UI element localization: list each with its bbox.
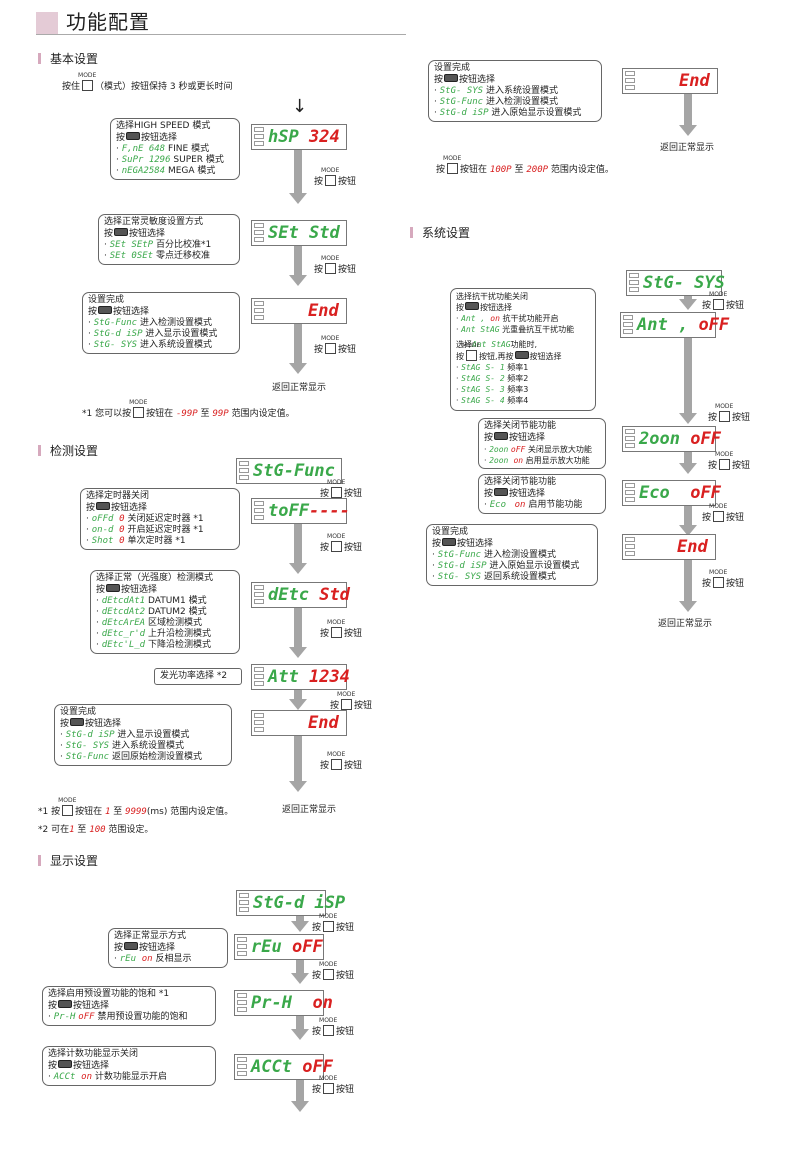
display-stg-sys: StG- SYS	[626, 270, 725, 296]
display-done-box: 设置完成 按按钮选择 · StG- SYS 进入系统设置模式 · StG-Fun…	[428, 60, 602, 122]
press-mode-hint: 按按钮	[314, 335, 356, 355]
press-mode-hint: 按按钮	[314, 255, 356, 275]
flow-arrow-icon	[289, 324, 307, 374]
return-normal-label: 返回正常显示	[658, 619, 713, 629]
press-mode-hint: 按按钮	[312, 1017, 354, 1037]
basic-footnote: *1 您可以按按钮在 -99P 至 99P 范围内设定值。	[82, 399, 295, 419]
preset-box: 选择启用预设置功能的饱和 *1 按按钮选择 · Pr-H oFF 禁用预设置功能…	[42, 986, 216, 1026]
display-prh: Pr-H on	[234, 990, 333, 1016]
display-att: Att 1234	[251, 664, 350, 690]
display-detc: dEtc Std	[251, 582, 350, 608]
mode-key-icon	[78, 72, 96, 91]
press-mode-hint: 按按钮	[320, 479, 362, 499]
set-key-icon	[126, 132, 141, 140]
flow-arrow-icon	[289, 608, 307, 658]
press-mode-hint: 按按钮	[312, 961, 354, 981]
display-stg-disp: StG-d iSP	[236, 890, 345, 916]
display-zoom: 2oon oFF	[622, 426, 721, 452]
return-normal-label: 返回正常显示	[282, 805, 337, 815]
display-rev: rEu oFF	[234, 934, 324, 960]
detect-done-box: 设置完成 按按钮选择 · StG-d iSP 进入显示设置模式 · StG- S…	[54, 704, 232, 766]
press-mode-hint: 按按钮	[320, 619, 362, 639]
power-box: 发光功率选择 *2	[154, 668, 242, 685]
flow-arrow-icon	[291, 1080, 309, 1112]
section-display-title: 显示设置	[38, 852, 98, 869]
section-basic-title: 基本设置	[38, 50, 98, 67]
range-note: 按按钮在 100P 至 200P 范围内设定值。	[436, 155, 614, 175]
detect-footnote-2: *2 可在1 至 100 范围设定。	[38, 825, 154, 835]
flow-arrow-icon	[679, 506, 697, 536]
reverse-box: 选择正常显示方式 按按钮选择 · rEu on 反相显示	[108, 928, 228, 968]
display-end: End	[251, 710, 347, 736]
title-divider	[36, 34, 406, 35]
display-end: End	[622, 68, 718, 94]
flow-arrow-icon	[291, 1016, 309, 1040]
flow-arrow-icon	[289, 736, 307, 792]
return-normal-label: 返回正常显示	[272, 383, 327, 393]
display-anti: Ant , oFF	[620, 312, 729, 338]
press-mode-hint: 按按钮	[702, 569, 744, 589]
detect-footnote-1: *1 按按钮在 1 至 9999(ms) 范围内设定值。	[38, 797, 233, 817]
flow-arrow-icon	[289, 150, 307, 204]
flow-arrow-icon	[289, 246, 307, 286]
flow-arrow-icon	[291, 916, 309, 932]
display-hsp: hSP 324	[251, 124, 347, 150]
press-mode-hint: 按按钮	[312, 1075, 354, 1095]
interference-box: 选择抗干扰功能关闭 按按钮选择 · Ant , on 抗干扰功能开启 · Ant…	[450, 288, 596, 411]
section-system-title: 系统设置	[410, 224, 470, 241]
system-done-box: 设置完成 按按钮选择 · StG-Func 进入检测设置模式 · StG-d i…	[426, 524, 598, 586]
press-mode-hint: 按按钮	[702, 503, 744, 523]
basic-done-box: 设置完成 按按钮选择 · StG-Func 进入检测设置模式 · StG-d i…	[82, 292, 240, 354]
display-acct: ACCt oFF	[234, 1054, 333, 1080]
return-normal-label: 返回正常显示	[660, 143, 715, 153]
press-mode-hint: 按按钮	[320, 751, 362, 771]
flow-arrow-icon	[679, 94, 697, 136]
press-mode-hint: 按按钮	[708, 451, 750, 471]
press-mode-hint: 按按钮	[320, 533, 362, 553]
flow-arrow-icon	[679, 560, 697, 612]
sensitivity-box: 选择正常灵敏度设置方式 按按钮选择 · SEt SEtP 百分比校准*1 · S…	[98, 214, 240, 265]
detect-mode-box: 选择正常（光强度）检测模式 按按钮选择 · dEtcdAt1 DATUM1 模式…	[90, 570, 240, 654]
flow-arrow-icon	[679, 452, 697, 474]
display-toff: toFF----	[251, 498, 350, 524]
press-mode-hint: 按按钮	[314, 167, 356, 187]
press-mode-hint: 按按钮	[708, 403, 750, 423]
speed-mode-box: 选择HIGH SPEED 模式 按按钮选择 · F,nE 648 FINE 模式…	[110, 118, 240, 180]
eco-box: 选择关闭节能功能 按按钮选择 · Eco on 启用节能功能	[478, 474, 606, 514]
press-mode-hint: 按按钮	[702, 291, 744, 311]
flow-arrow-icon	[679, 296, 697, 310]
page-title: 功能配置	[66, 10, 150, 34]
timer-box: 选择定时器关闭 按按钮选择 · oFFd 0 关闭延迟定时器 *1 · on-d…	[80, 488, 240, 550]
press-mode-hint: 按按钮	[330, 691, 372, 711]
zoom-box: 选择关闭节能功能 按按钮选择 · 2oon oFF 关闭显示放大功能 · 2oo…	[478, 418, 606, 469]
display-eco: Eco oFF	[622, 480, 721, 506]
display-stg-func: StG-Func	[236, 458, 342, 484]
count-box: 选择计数功能显示关闭 按按钮选择 · ACCt on 计数功能显示开启	[42, 1046, 216, 1086]
display-end: End	[251, 298, 347, 324]
flow-arrow-icon	[291, 960, 309, 984]
flow-arrow-icon	[289, 524, 307, 574]
flow-arrow-icon	[289, 690, 307, 710]
flow-arrow-icon	[679, 338, 697, 424]
display-end: End	[622, 534, 716, 560]
basic-instruction: 按住（模式）按钮保持 3 秒或更长时间	[62, 72, 232, 93]
start-arrow-icon: ↓	[292, 96, 308, 117]
section-detect-title: 检测设置	[38, 442, 98, 459]
display-set: SEt Std	[251, 220, 347, 246]
title-accent-block	[36, 12, 58, 34]
press-mode-hint: 按按钮	[312, 913, 354, 933]
